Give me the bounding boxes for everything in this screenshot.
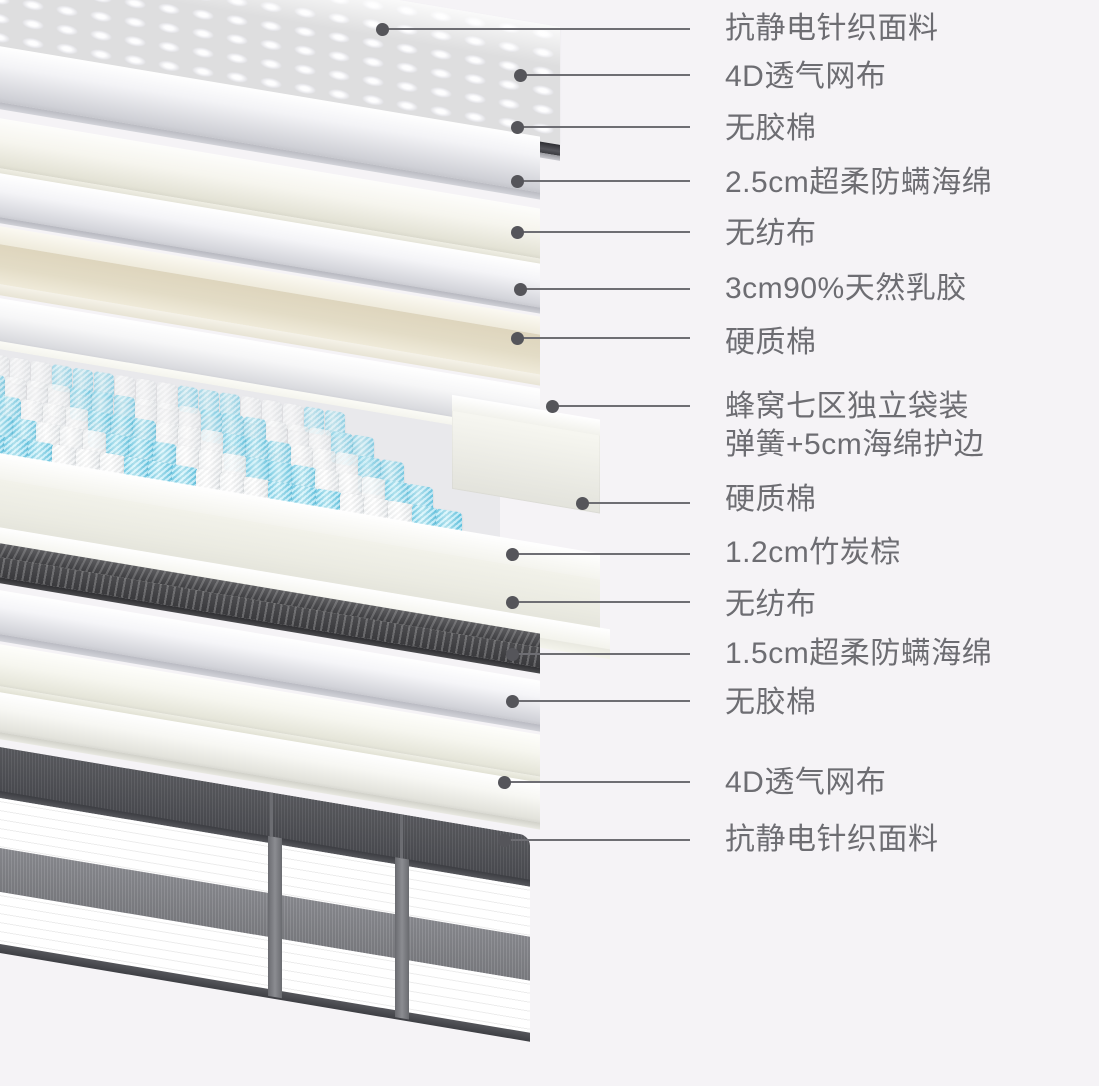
callout-leader-line [511, 332, 690, 345]
callout-dot-icon [514, 283, 527, 296]
callout-leader-line [511, 226, 690, 239]
callout-label: 无胶棉 [725, 112, 817, 145]
callout-leader-line [546, 400, 690, 413]
callout-dot-icon [511, 121, 524, 134]
callout-leader-line [376, 23, 690, 36]
callout-labels: 抗静电针织面料 4D透气网布无胶棉 2.5cm超柔防螨海绵无纺布 3cm90%天然乳胶… [725, 12, 993, 856]
callout-label: 弹簧+5cm海绵护边 [725, 428, 985, 461]
callout-dot-icon [506, 548, 519, 561]
callout-label: 2.5cm超柔防螨海绵 [725, 166, 993, 199]
callout-leader-line [514, 69, 690, 82]
callout-dot-icon [376, 23, 389, 36]
callout-dot-icon [506, 648, 519, 661]
callout-dot-icon [511, 175, 524, 188]
callout-leader-line [506, 648, 690, 661]
callout-dot-icon [511, 332, 524, 345]
callout-dot-icon [511, 226, 524, 239]
callout-dot-icon [576, 497, 589, 510]
callout-leader-line [511, 121, 690, 134]
mattress-layer-diagram: 抗静电针织面料 4D透气网布无胶棉 2.5cm超柔防螨海绵无纺布 3cm90%天然乳胶… [0, 0, 993, 1042]
callout-label: 1.2cm竹炭棕 [725, 536, 901, 569]
callout-dot-icon [514, 69, 527, 82]
callout-label: 无胶棉 [725, 686, 817, 719]
callout-label: 蜂窝七区独立袋装 [725, 390, 969, 423]
callout-leader-line [511, 175, 690, 188]
callout-label: 无纺布 [725, 217, 817, 250]
callout-label: 硬质棉 [725, 326, 817, 359]
callout-dot-icon [498, 834, 511, 847]
callout-dot-icon [506, 695, 519, 708]
callout-leader-line [506, 695, 690, 708]
callout-leader-line [514, 283, 690, 296]
callout-label: 硬质棉 [725, 483, 817, 516]
callout-leader-line [506, 596, 690, 609]
callout-label: 1.5cm超柔防螨海绵 [725, 637, 993, 670]
callout-leader-line [506, 548, 690, 561]
callout-leaders [376, 23, 690, 847]
callout-dot-icon [546, 400, 559, 413]
callout-leader-line [498, 834, 690, 847]
callout-leader-line [498, 776, 690, 789]
callout-leader-line [576, 497, 690, 510]
callout-label: 4D透气网布 [725, 766, 887, 799]
callout-label: 4D透气网布 [725, 60, 887, 93]
callout-dot-icon [506, 596, 519, 609]
callout-label: 抗静电针织面料 [725, 12, 939, 45]
callout-label: 3cm90%天然乳胶 [725, 272, 967, 305]
callout-dot-icon [498, 776, 511, 789]
callout-label: 无纺布 [725, 588, 817, 621]
callout-label: 抗静电针织面料 [725, 823, 939, 856]
